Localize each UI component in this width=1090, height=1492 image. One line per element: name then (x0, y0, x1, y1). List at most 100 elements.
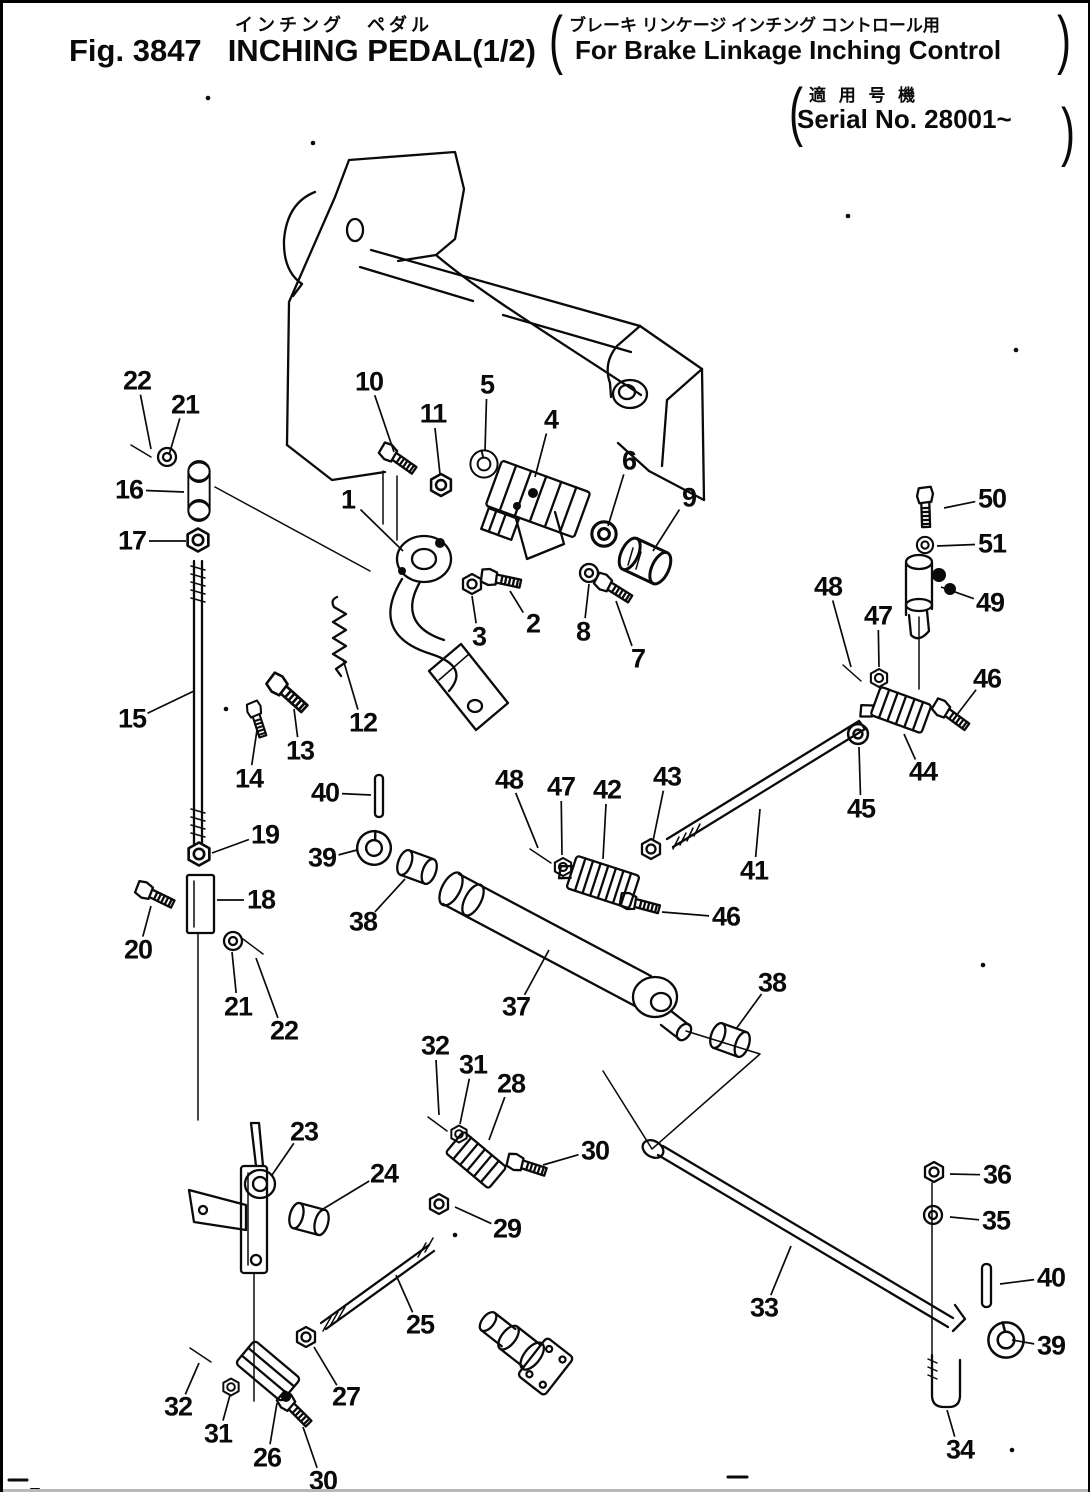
part-callout-15: 15 (117, 703, 147, 734)
part-callout-9: 9 (681, 482, 697, 513)
subtitle-paren-open: ( (549, 2, 563, 76)
part-callout-48: 48 (494, 764, 524, 795)
diagram-line-art (7, 95, 1035, 1490)
part-callout-16: 16 (114, 474, 144, 505)
part-callout-4: 4 (543, 404, 559, 435)
part-callout-51: 51 (977, 528, 1007, 559)
part-callout-27: 27 (331, 1381, 361, 1412)
washer-35 (922, 1204, 944, 1226)
nut-11 (429, 472, 453, 498)
nut-47-right (869, 667, 889, 689)
return-spring (331, 595, 348, 678)
part-callout-31: 31 (458, 1049, 488, 1080)
part-callout-43: 43 (652, 761, 682, 792)
part-callout-48: 48 (813, 571, 843, 602)
part-callout-17: 17 (117, 525, 147, 556)
part-callout-37: 37 (501, 991, 531, 1022)
part-callout-25: 25 (405, 1309, 435, 1340)
flanged-shaft (478, 1311, 574, 1396)
part-callout-1: 1 (340, 484, 356, 515)
bolt-30-upper (503, 1150, 550, 1181)
block-28-assembly (427, 1116, 550, 1189)
part-callout-34: 34 (945, 1434, 975, 1465)
part-callout-20: 20 (123, 934, 153, 965)
nut-31-upper (450, 1124, 468, 1144)
applicable-machines-japanese: 適 用 号 機 (809, 86, 920, 105)
part-callout-46: 46 (711, 901, 741, 932)
part-callout-19: 19 (250, 819, 280, 850)
rod-41-assembly (529, 719, 867, 919)
part-callout-31: 31 (203, 1418, 233, 1449)
part-callout-45: 45 (846, 793, 876, 824)
nut-43 (640, 837, 662, 861)
subtitle-paren-close: ) (1057, 2, 1071, 76)
callout-leader-lines (139, 394, 1035, 1469)
part-callout-22: 22 (269, 1015, 299, 1046)
part-callout-22: 22 (122, 365, 152, 396)
part-callout-40: 40 (310, 777, 340, 808)
part-callout-21: 21 (170, 389, 200, 420)
subtitle-japanese: ブレーキ リンケージ インチング コントロール用 (569, 16, 940, 35)
part-callout-10: 10 (354, 366, 384, 397)
anchor-block (469, 449, 591, 561)
washer-51 (915, 535, 935, 555)
part-callout-23: 23 (289, 1116, 319, 1147)
part-callout-3: 3 (471, 621, 487, 652)
frame-bracket (282, 150, 706, 541)
part-callout-30: 30 (580, 1135, 610, 1166)
part-callout-5: 5 (479, 369, 495, 400)
part-callout-29: 29 (492, 1213, 522, 1244)
figure-title: Fig. 3847 INCHING PEDAL(1/2) (69, 33, 536, 69)
pedal (214, 486, 510, 732)
part-callout-32: 32 (420, 1030, 450, 1061)
bolt-7 (590, 569, 636, 607)
serial-paren-open: ( (789, 74, 803, 148)
bushing-24 (285, 1200, 333, 1238)
bolt-2 (478, 566, 524, 593)
bolt-30-lower (273, 1388, 316, 1431)
part-callout-32: 32 (163, 1391, 193, 1422)
part-callout-7: 7 (630, 643, 646, 674)
subtitle-english: For Brake Linkage Inching Control (575, 35, 1002, 65)
serial-paren-close: ) (1061, 94, 1075, 168)
serial-number: Serial No. 28001~ (797, 104, 1012, 134)
link-rod-37 (352, 773, 761, 1150)
part-callout-12: 12 (348, 707, 378, 738)
part-callout-30: 30 (308, 1465, 338, 1492)
washer-6 (590, 520, 618, 548)
nut-31-lower (222, 1377, 240, 1397)
part-callout-40: 40 (1036, 1262, 1066, 1293)
rod-33-assembly (641, 1139, 1025, 1409)
rod-25-assembly (189, 1192, 450, 1431)
part-callout-13: 13 (285, 735, 315, 766)
part-callout-21: 21 (223, 991, 253, 1022)
part-callout-47: 47 (863, 600, 893, 631)
part-callout-44: 44 (908, 756, 938, 787)
part-callout-46: 46 (972, 663, 1002, 694)
part-callout-35: 35 (981, 1205, 1011, 1236)
part-callout-33: 33 (749, 1292, 779, 1323)
part-callout-36: 36 (982, 1159, 1012, 1190)
part-callout-39: 39 (1036, 1330, 1066, 1361)
scan-edge (3, 1489, 1088, 1492)
part-callout-14: 14 (234, 763, 264, 794)
part-callout-18: 18 (246, 884, 276, 915)
figure-number: Fig. 3847 (69, 33, 202, 68)
part-callout-24: 24 (369, 1158, 399, 1189)
print-marks (7, 95, 1019, 1490)
part-callout-28: 28 (496, 1068, 526, 1099)
pin-9 (613, 533, 677, 589)
part-callout-50: 50 (977, 483, 1007, 514)
part-callout-38: 38 (348, 906, 378, 937)
bolt-46-right (928, 695, 973, 735)
part-callout-8: 8 (575, 616, 591, 647)
clevis-49-assembly (842, 485, 973, 746)
bushing-39-right (987, 1321, 1025, 1359)
part-callout-47: 47 (546, 771, 576, 802)
part-callout-42: 42 (592, 774, 622, 805)
part-callout-41: 41 (739, 855, 769, 886)
part-callout-2: 2 (525, 608, 541, 639)
nut-3 (461, 572, 483, 596)
part-callout-39: 39 (307, 842, 337, 873)
